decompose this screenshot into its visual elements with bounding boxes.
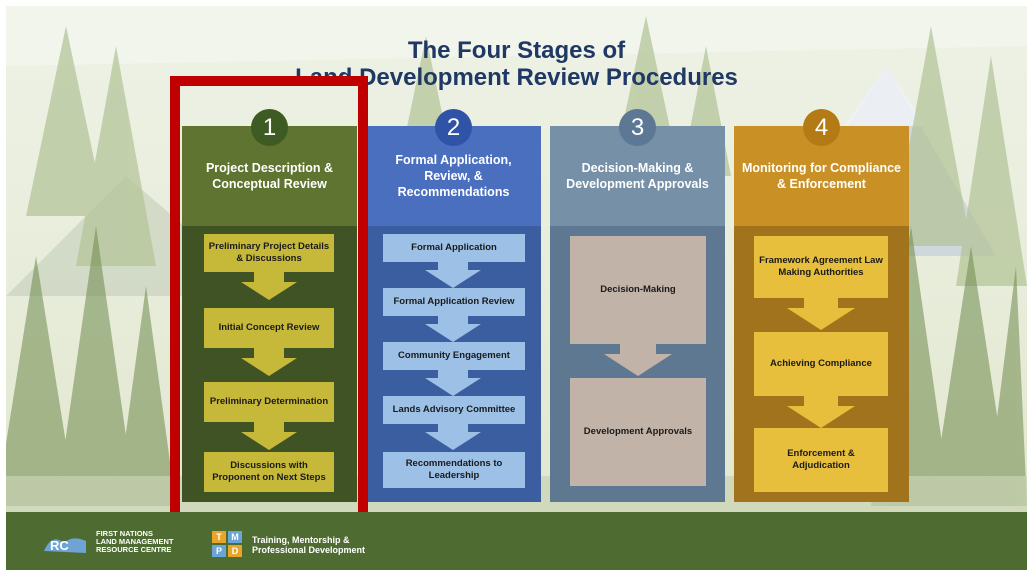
- tmpd-logo-icon: T M P D: [212, 531, 244, 559]
- org-name-line-1: FIRST NATIONS: [96, 529, 153, 538]
- down-arrow-icon: [787, 308, 855, 330]
- stage-1-arrow-stem: [254, 422, 284, 432]
- stage-3-heading: Decision-Making & Development Approvals: [566, 161, 709, 191]
- stage-1-heading: Project Description & Conceptual Review: [205, 161, 334, 191]
- org-name-line-3: RESOURCE CENTRE: [96, 545, 172, 554]
- down-arrow-icon: [241, 358, 297, 376]
- down-arrow-icon: [425, 324, 481, 342]
- stage-3-header: Decision-Making & Development Approvals: [550, 126, 725, 226]
- stage-4-column: Monitoring for Compliance & Enforcement …: [734, 109, 909, 502]
- down-arrow-icon: [241, 432, 297, 450]
- stage-1-step-2: Initial Concept Review: [204, 308, 334, 348]
- stage-1-step-3: Preliminary Determination: [204, 382, 334, 422]
- down-arrow-icon: [241, 282, 297, 300]
- stage-4-body: Framework Agreement Law Making Authoriti…: [734, 226, 909, 502]
- stage-4-step-1: Framework Agreement Law Making Authoriti…: [754, 236, 888, 298]
- stage-2-number-badge: 2: [435, 109, 472, 146]
- stage-2-arrow-stem: [438, 262, 468, 270]
- program-name-line-1: Training, Mentorship &: [252, 535, 350, 545]
- stage-2-step-3: Community Engagement: [383, 342, 525, 370]
- stage-2-heading: Formal Application, Review, & Recommenda…: [395, 153, 512, 199]
- stage-1-highlight-frame: [170, 76, 368, 524]
- stage-4-arrow-stem: [804, 298, 838, 308]
- down-arrow-icon: [787, 406, 855, 428]
- stage-1-step-1: Preliminary Project Details & Discussion…: [204, 234, 334, 272]
- stage-4-step-3: Enforcement & Adjudication: [754, 428, 888, 492]
- stage-4-step-2: Achieving Compliance: [754, 332, 888, 396]
- stage-1-step-4: Discussions with Proponent on Next Steps: [204, 452, 334, 492]
- slide-title-line-1: The Four Stages of: [407, 37, 626, 64]
- stage-2-arrow-stem: [438, 370, 468, 378]
- down-arrow-icon: [425, 432, 481, 450]
- stage-2-body: Formal Application Formal Application Re…: [366, 226, 541, 502]
- org-name: FIRST NATIONS LAND MANAGEMENT RESOURCE C…: [96, 530, 174, 554]
- stage-3-step-2: Development Approvals: [570, 378, 706, 486]
- stage-2-step-4: Lands Advisory Committee: [383, 396, 525, 424]
- slide-title-line-2: Land Development Review Procedures: [295, 64, 738, 91]
- logo-letter-t: T: [212, 531, 226, 543]
- stage-1-arrow-stem: [254, 348, 284, 358]
- stage-2-step-1: Formal Application: [383, 234, 525, 262]
- org-name-line-2: LAND MANAGEMENT: [96, 537, 174, 546]
- down-arrow-icon: [604, 354, 672, 376]
- stage-3-column: Decision-Making & Development Approvals …: [550, 109, 725, 502]
- stage-3-step-1: Decision-Making: [570, 236, 706, 344]
- stage-4-number-badge: 4: [803, 109, 840, 146]
- logo-letter-d: D: [228, 545, 242, 557]
- stage-2-arrow-stem: [438, 424, 468, 432]
- stage-2-step-5: Recommendations to Leadership: [383, 452, 525, 488]
- down-arrow-icon: [425, 378, 481, 396]
- stage-1-number-badge: 1: [251, 109, 288, 146]
- stage-3-arrow-stem: [620, 344, 656, 354]
- stage-4-arrow-stem: [804, 396, 838, 406]
- program-name: Training, Mentorship & Professional Deve…: [252, 535, 365, 555]
- stage-1-body: Preliminary Project Details & Discussion…: [182, 226, 357, 502]
- stage-2-step-2: Formal Application Review: [383, 288, 525, 316]
- down-arrow-icon: [425, 270, 481, 288]
- footer-bar: [6, 512, 1027, 570]
- program-name-line-2: Professional Development: [252, 545, 366, 555]
- first-nations-logo-icon: RC: [44, 538, 86, 553]
- org-logo-letters: RC: [50, 538, 69, 553]
- stage-2-arrow-stem: [438, 316, 468, 324]
- stage-3-number-badge: 3: [619, 109, 656, 146]
- stage-3-body: Decision-Making Development Approvals: [550, 226, 725, 502]
- stage-1-column: Project Description & Conceptual Review …: [182, 109, 357, 502]
- stage-1-arrow-stem: [254, 272, 284, 282]
- logo-letter-p: P: [212, 545, 226, 557]
- stage-2-column: Formal Application, Review, & Recommenda…: [366, 109, 541, 502]
- stage-4-heading: Monitoring for Compliance & Enforcement: [741, 161, 902, 191]
- logo-letter-m: M: [228, 531, 242, 543]
